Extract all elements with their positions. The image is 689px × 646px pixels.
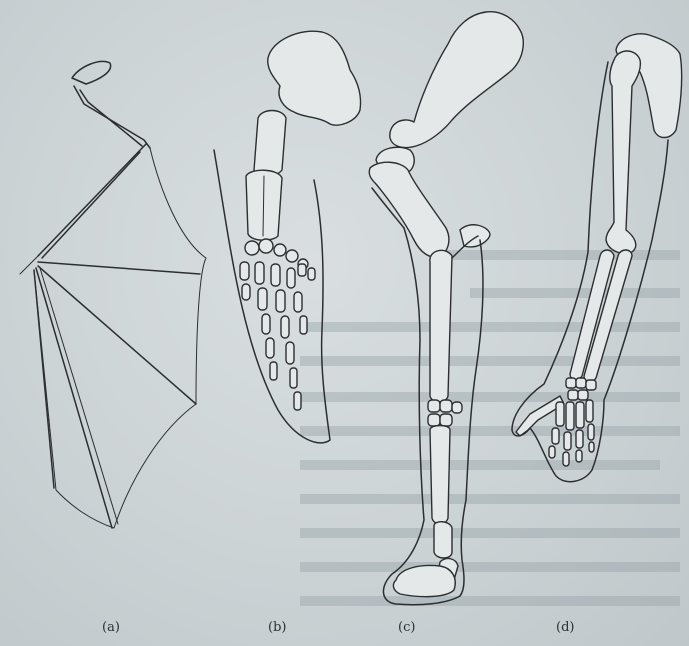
panel-label-a: (a)	[102, 620, 120, 635]
bat-wing-drawing	[20, 61, 206, 528]
panel-label-c: (c)	[398, 620, 415, 635]
hand-bones	[516, 378, 596, 466]
whale-flipper-drawing	[214, 31, 361, 443]
carpal-bones	[428, 400, 462, 426]
horse-leg-drawing	[369, 12, 523, 605]
panel-label-d: (d)	[556, 620, 574, 635]
bleed-through-text	[300, 250, 680, 606]
flipper-digits	[240, 262, 315, 410]
panel-label-b: (b)	[268, 620, 286, 635]
